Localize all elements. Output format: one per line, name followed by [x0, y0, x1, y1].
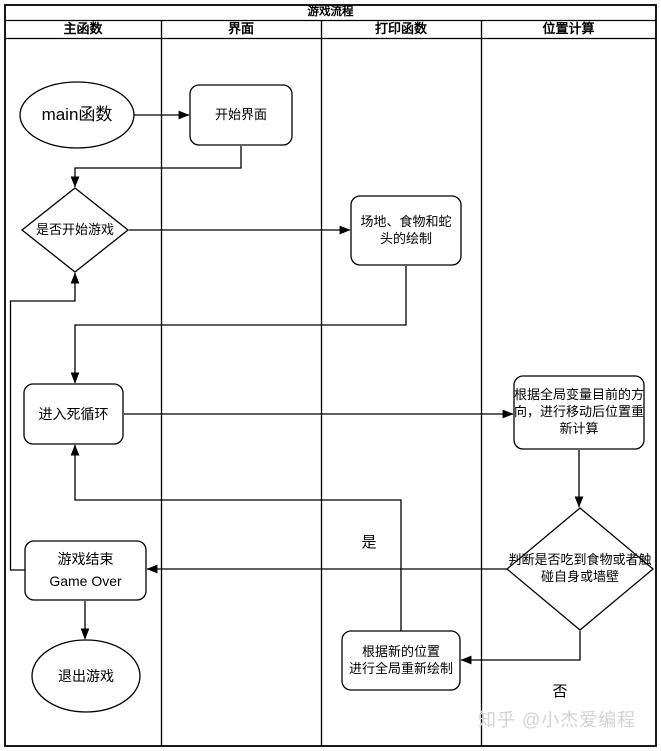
lane-header-print-function: 打印函数: [374, 20, 427, 36]
collision-decision-diamond-shape: [505, 507, 655, 631]
main-ellipse-shape: [19, 81, 135, 149]
edge-redraw-to-dead-loop: [70, 444, 402, 631]
draw-initial-shape: [350, 195, 462, 266]
swimlane-frame: [4, 4, 657, 747]
redraw-label: 根据新的位置 进行全局重新绘制: [348, 643, 453, 676]
main-node-label: main函数: [41, 104, 113, 124]
dead-loop-label: 进入死循环: [38, 405, 109, 422]
game-over-shape: [24, 540, 147, 601]
start-decision-label: 是否开始游戏: [35, 221, 114, 237]
zhihu-watermark: 知乎 @小杰爱编程: [478, 710, 637, 730]
recalc-position-shape: [513, 375, 645, 450]
recalc-position-label: 根据全局变量目前的方 向，进行移动后位置重 新计算: [513, 387, 644, 436]
lane-header-interface: 界面: [227, 20, 254, 36]
start-screen-shape: [189, 84, 293, 146]
dead-loop-shape: [23, 383, 124, 445]
edges: [9, 110, 584, 665]
edge-start-screen-to-start-decision: [70, 146, 242, 188]
diagram-title: 游戏流程: [307, 5, 354, 18]
exit-game-ellipse-shape: [31, 639, 141, 713]
game-over-label: 游戏结束 Game Over: [49, 550, 122, 589]
lane-header-main-function: 主函数: [63, 20, 103, 36]
nodes: [19, 81, 655, 713]
exit-game-label: 退出游戏: [58, 667, 114, 684]
start-screen-label: 开始界面: [214, 106, 267, 122]
table-outer-border: [4, 4, 657, 747]
collision-decision-label: 判断是否吃到食物或者触 碰自身或墙壁: [508, 552, 652, 584]
lane-header-position-calc: 位置计算: [542, 20, 595, 36]
edge-draw-initial-to-dead-loop: [70, 266, 407, 384]
edge-label-no: 否: [552, 683, 568, 701]
draw-initial-label: 场地、食物和蛇 头的绘制: [360, 213, 452, 246]
edge-collision-decision-to-redraw: [460, 631, 581, 665]
edge-label-yes: 是: [361, 534, 377, 552]
edge-game-over-to-start-decision: [9, 272, 80, 571]
start-decision-diamond-shape: [20, 187, 130, 273]
redraw-shape: [341, 630, 461, 691]
